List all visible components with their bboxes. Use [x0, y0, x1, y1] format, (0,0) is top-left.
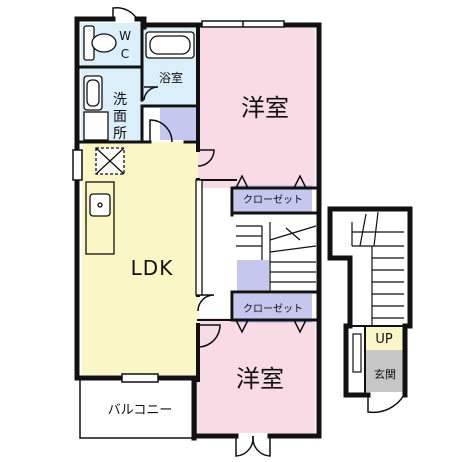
up-label: UP — [375, 332, 393, 347]
doors — [112, 6, 405, 457]
washroom-label-3: 所 — [113, 126, 127, 142]
ldk-room — [82, 142, 198, 375]
wash-closet — [160, 108, 196, 140]
washroom-label-1: 洗 — [113, 92, 127, 108]
western-room-lower-label: 洋室 — [236, 365, 284, 393]
fixtures — [83, 25, 203, 296]
entrance-label: 玄関 — [374, 367, 396, 381]
wc-label-w: W — [119, 29, 131, 43]
closet-upper-label: クローゼット — [243, 194, 303, 206]
closet-upper — [234, 185, 312, 213]
washroom-label-2: 面 — [113, 109, 127, 125]
up-area — [365, 326, 405, 350]
western-room-upper — [197, 28, 315, 188]
ldk-label: LDK — [131, 256, 174, 280]
balcony-label: バルコニー — [108, 403, 173, 418]
windows — [72, 20, 285, 383]
stair-closet — [237, 260, 269, 293]
wc-label-c: C — [121, 47, 129, 61]
closet-lower — [234, 294, 312, 323]
walls — [74, 16, 413, 441]
stairs-annex — [351, 211, 404, 373]
entrance-area — [365, 350, 405, 392]
stairs-main — [236, 222, 317, 293]
closet-lower-label: クローゼット — [243, 303, 303, 315]
western-room-upper-label: 洋室 — [241, 94, 289, 122]
bath-label: 浴室 — [159, 70, 183, 85]
